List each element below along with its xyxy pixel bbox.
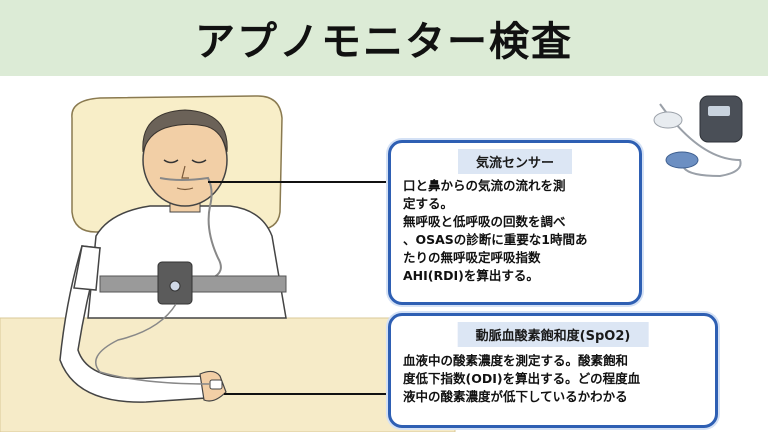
spo2-description: 血液中の酸素濃度を測定する。酸素飽和 度低下指数(ODI)を算出する。どの程度血… <box>403 352 707 406</box>
airflow-line: AHI(RDI)を算出する。 <box>403 268 539 283</box>
chest-belt <box>99 275 287 293</box>
connector-spo2 <box>224 393 390 395</box>
monitor-device-photo <box>653 95 743 178</box>
cannula-tube <box>159 176 222 279</box>
airflow-sensor-title: 気流センサー <box>457 149 573 174</box>
arm-wire <box>95 303 211 385</box>
oximeter-clip <box>665 151 699 169</box>
airflow-line: たりの無呼吸定呼吸指数 <box>403 250 541 265</box>
airflow-line: 口と鼻からの気流の流れを測 <box>403 178 566 193</box>
sleeve <box>73 245 101 291</box>
spo2-box: 動脈血酸素飽和度(SpO2) 血液中の酸素濃度を測定する。酸素飽和 度低下指数(… <box>388 313 718 428</box>
airflow-line: 定する。 <box>403 196 454 211</box>
spo2-line: 液中の酸素濃度が低下しているかわかる <box>403 389 628 404</box>
nose <box>181 165 189 179</box>
airflow-sensor-description: 口と鼻からの気流の流れを測 定する。 無呼吸と低呼吸の回数を調べ 、OSASの診… <box>403 177 631 285</box>
airflow-sensor-box: 気流センサー 口と鼻からの気流の流れを測 定する。 無呼吸と低呼吸の回数を調べ … <box>388 140 642 305</box>
patient-illustration <box>0 95 743 432</box>
spo2-line: 血液中の酸素濃度を測定する。酸素飽和 <box>403 353 629 368</box>
right-eye <box>191 159 207 164</box>
connector-airflow <box>208 181 390 183</box>
device-cable <box>659 103 742 178</box>
hair <box>142 109 228 153</box>
recorder-button <box>169 280 181 292</box>
mouth <box>176 187 194 191</box>
page-title: アプノモニター検査 <box>195 19 573 65</box>
left-eye <box>163 159 179 164</box>
device-body <box>699 95 743 143</box>
finger-probe <box>209 379 223 390</box>
device-screen <box>708 106 730 116</box>
airflow-line: 、OSASの診断に重要な1時間あ <box>403 232 588 247</box>
spo2-line: 度低下指数(ODI)を算出する。どの程度血 <box>403 371 641 386</box>
airflow-line: 無呼吸と低呼吸の回数を調べ <box>403 214 566 229</box>
header-banner: アプノモニター検査 <box>0 0 768 76</box>
arm <box>59 245 207 403</box>
spo2-title: 動脈血酸素飽和度(SpO2) <box>457 322 649 347</box>
device-sensor <box>653 111 683 129</box>
